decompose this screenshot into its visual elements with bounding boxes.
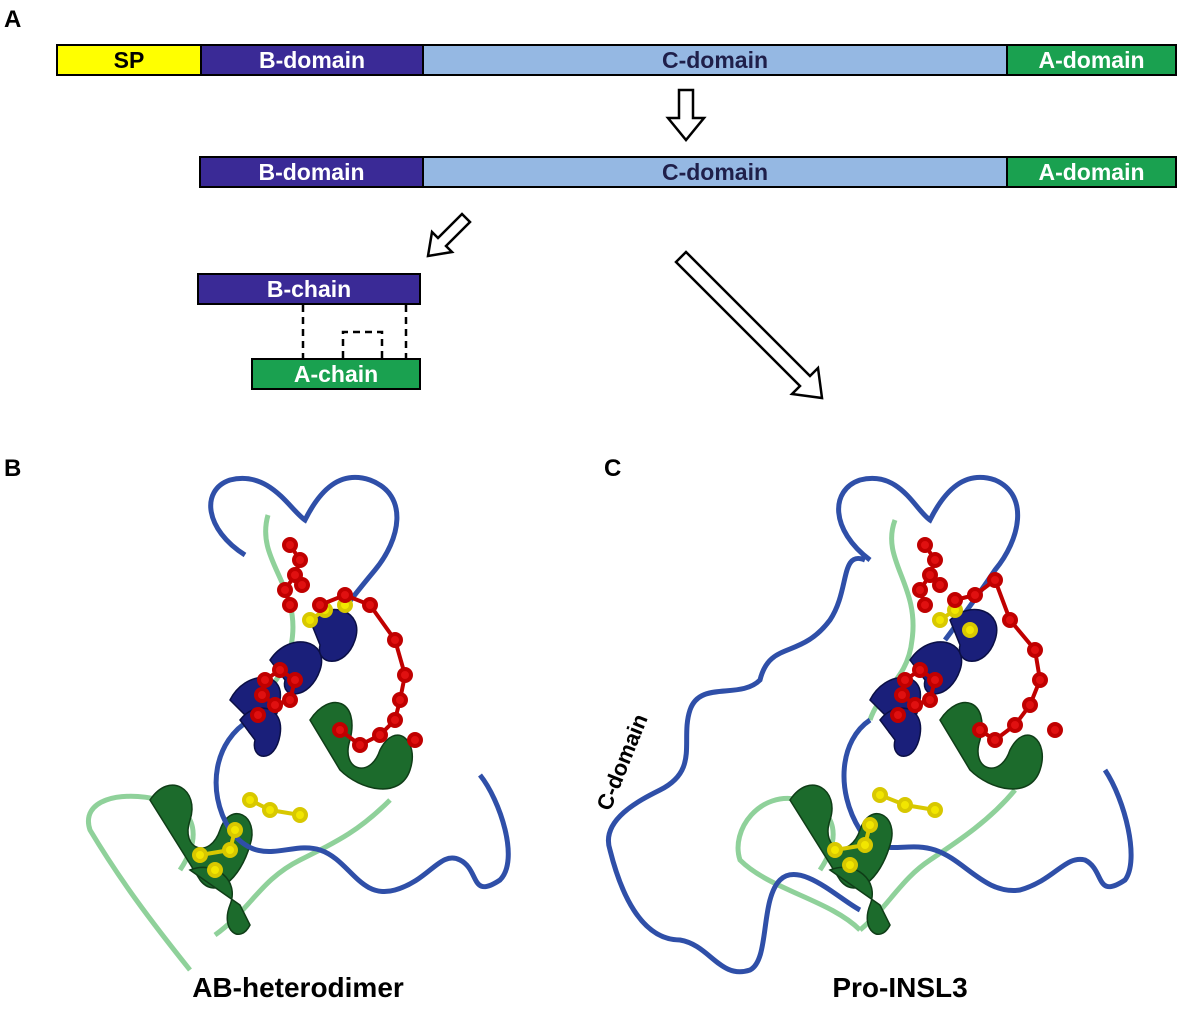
b-domain-label: B-domain bbox=[258, 158, 365, 185]
cleavage-arrow-small bbox=[426, 212, 472, 258]
a-chain-loop bbox=[735, 796, 862, 932]
b-domain-segment: B-domain bbox=[201, 158, 424, 186]
precursor-bar: SP B-domain C-domain A-domain bbox=[56, 44, 1177, 76]
panel-label-b: B bbox=[4, 455, 22, 482]
c-domain-segment: C-domain bbox=[424, 46, 1008, 74]
b-chain-loop bbox=[841, 717, 1134, 893]
a-chain-loop bbox=[85, 793, 196, 972]
a-chain-box: A-chain bbox=[251, 358, 421, 390]
c-domain-segment: C-domain bbox=[424, 158, 1008, 186]
pro-bar: B-domain C-domain A-domain bbox=[199, 156, 1177, 188]
c-domain-loop bbox=[605, 555, 866, 975]
a-chain-loop bbox=[858, 788, 1017, 932]
side-chains bbox=[890, 537, 1063, 748]
c-domain-label: C-domain bbox=[661, 158, 769, 185]
b-chain-box: B-chain bbox=[197, 273, 421, 305]
disulfide-sticks bbox=[827, 602, 978, 873]
b-chain-label: B-chain bbox=[266, 275, 352, 302]
a-domain-label: A-domain bbox=[1038, 46, 1145, 73]
ab-heterodimer-caption: AB-heterodimer bbox=[192, 972, 404, 1003]
pro-insl3-structure: C-domain bbox=[591, 474, 1134, 975]
b-domain-segment: B-domain bbox=[202, 46, 424, 74]
cleavage-arrow-long bbox=[674, 250, 824, 400]
a-domain-label: A-domain bbox=[1038, 158, 1145, 185]
b-chain-loop bbox=[836, 474, 1020, 642]
a-domain-segment: A-domain bbox=[1008, 46, 1175, 74]
b-chain-loop bbox=[208, 474, 400, 642]
disulfide-bonds bbox=[301, 305, 408, 358]
ab-heterodimer-structure bbox=[85, 474, 511, 972]
side-chains bbox=[250, 537, 423, 753]
a-chain-label: A-chain bbox=[293, 360, 379, 387]
pro-insl3-caption: Pro-INSL3 bbox=[832, 972, 968, 1003]
a-chain-helix bbox=[789, 701, 1043, 935]
b-domain-label: B-domain bbox=[258, 46, 366, 73]
a-domain-segment: A-domain bbox=[1008, 158, 1175, 186]
sp-segment: SP bbox=[58, 46, 202, 74]
panel-label-a: A bbox=[4, 6, 22, 33]
panel-label-c: C bbox=[604, 455, 622, 482]
sp-label: SP bbox=[113, 46, 145, 73]
down-arrow bbox=[665, 88, 707, 142]
c-domain-label: C-domain bbox=[661, 46, 769, 73]
